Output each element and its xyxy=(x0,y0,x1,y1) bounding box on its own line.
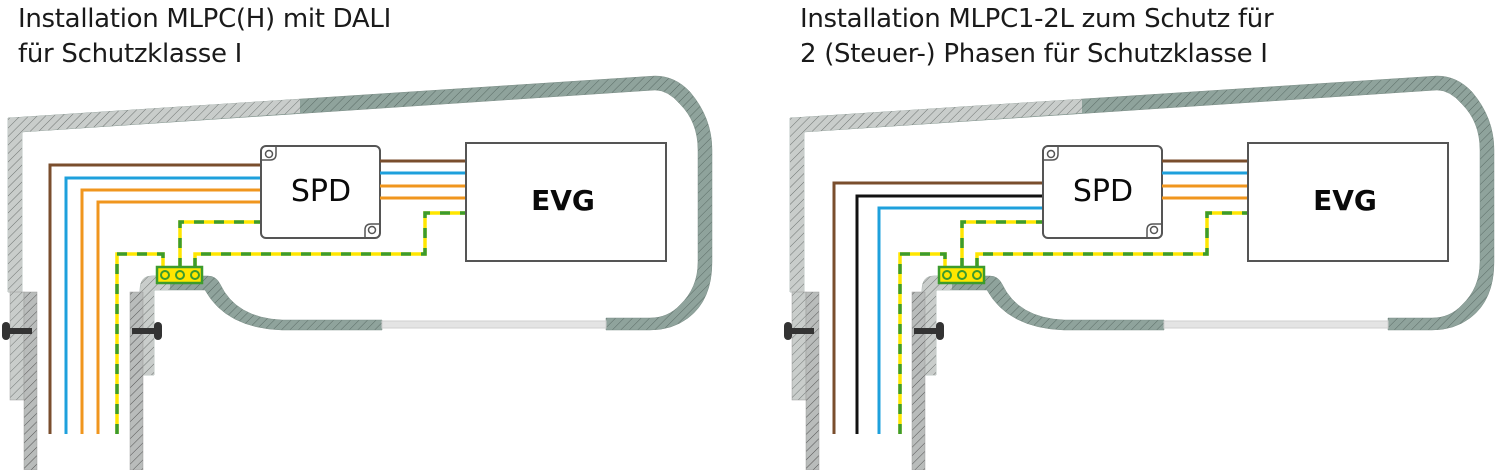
earth-wire-spd xyxy=(960,220,1044,268)
mounting-hole-icon xyxy=(1046,149,1056,159)
screw-head-icon xyxy=(936,322,944,340)
screw-head-icon xyxy=(154,322,162,340)
diagram-title-left: Installation MLPC(H) mit DALI für Schutz… xyxy=(18,2,391,72)
earth-wire-in xyxy=(115,252,165,434)
terminal-screw-icon xyxy=(942,270,952,280)
terminal-screw-icon xyxy=(175,270,185,280)
mounting-hole-icon xyxy=(1149,225,1159,235)
screw-icon xyxy=(786,328,814,334)
wire-brown-in xyxy=(48,163,262,434)
screw-head-icon xyxy=(784,322,792,340)
screw-icon xyxy=(914,328,942,334)
pe-terminal-block xyxy=(937,265,986,285)
diagram-title-right: Installation MLPC1-2L zum Schutz für 2 (… xyxy=(800,2,1274,72)
title-line-1: Installation MLPC1-2L zum Schutz für xyxy=(800,4,1274,34)
terminal-screw-icon xyxy=(190,270,200,280)
housing-inner-profile xyxy=(139,275,383,376)
mounting-wall-right xyxy=(911,291,926,470)
mounting-hole-icon xyxy=(264,149,274,159)
terminal-screw-icon xyxy=(160,270,170,280)
housing-left-wall xyxy=(8,99,300,292)
diagram-panel-left: SPD EVG xyxy=(2,75,713,470)
evg-label: EVG xyxy=(1313,184,1377,217)
mounting-hole-icon xyxy=(367,225,377,235)
wire-orange-in xyxy=(80,188,262,434)
evg-box xyxy=(1247,142,1449,262)
wire-blue-in xyxy=(877,206,1044,434)
evg-box xyxy=(465,142,667,262)
title-line-1: Installation MLPC(H) mit DALI xyxy=(18,4,391,34)
title-line-2: für Schutzklasse I xyxy=(18,39,243,69)
diffuser-cover xyxy=(381,320,607,329)
spd-box xyxy=(1042,145,1163,239)
earth-wire-evg xyxy=(975,211,1248,268)
wire-orange-in xyxy=(96,200,262,434)
mounting-wall-right xyxy=(129,291,144,470)
wire-black-in xyxy=(855,194,1044,434)
mounting-wall-left xyxy=(23,291,38,470)
wire-brown-in xyxy=(832,181,1044,434)
housing-wall-left xyxy=(9,291,25,401)
spd-label: SPD xyxy=(291,174,351,209)
wire-blue-in xyxy=(64,176,262,434)
spd-label: SPD xyxy=(1073,174,1133,209)
diagram-panel-right: SPD EVG xyxy=(784,75,1495,470)
screw-icon xyxy=(4,328,32,334)
diffuser-cover xyxy=(1163,320,1389,329)
earth-wire-spd xyxy=(178,220,262,268)
screw-head-icon xyxy=(2,322,10,340)
housing-inner-profile xyxy=(921,275,1165,376)
title-line-2: 2 (Steuer-) Phasen für Schutzklasse I xyxy=(800,39,1268,69)
pe-terminal-block xyxy=(155,265,204,285)
luminaire-housing xyxy=(7,75,713,331)
evg-label: EVG xyxy=(531,184,595,217)
earth-wire-evg xyxy=(193,211,466,268)
housing-left-wall xyxy=(790,99,1082,292)
terminal-screw-icon xyxy=(957,270,967,280)
earth-wire-in xyxy=(898,252,947,434)
spd-box xyxy=(260,145,381,239)
housing-wall-left xyxy=(791,291,807,401)
mounting-wall-left xyxy=(805,291,820,470)
screw-icon xyxy=(132,328,160,334)
terminal-screw-icon xyxy=(972,270,982,280)
luminaire-housing xyxy=(789,75,1495,331)
